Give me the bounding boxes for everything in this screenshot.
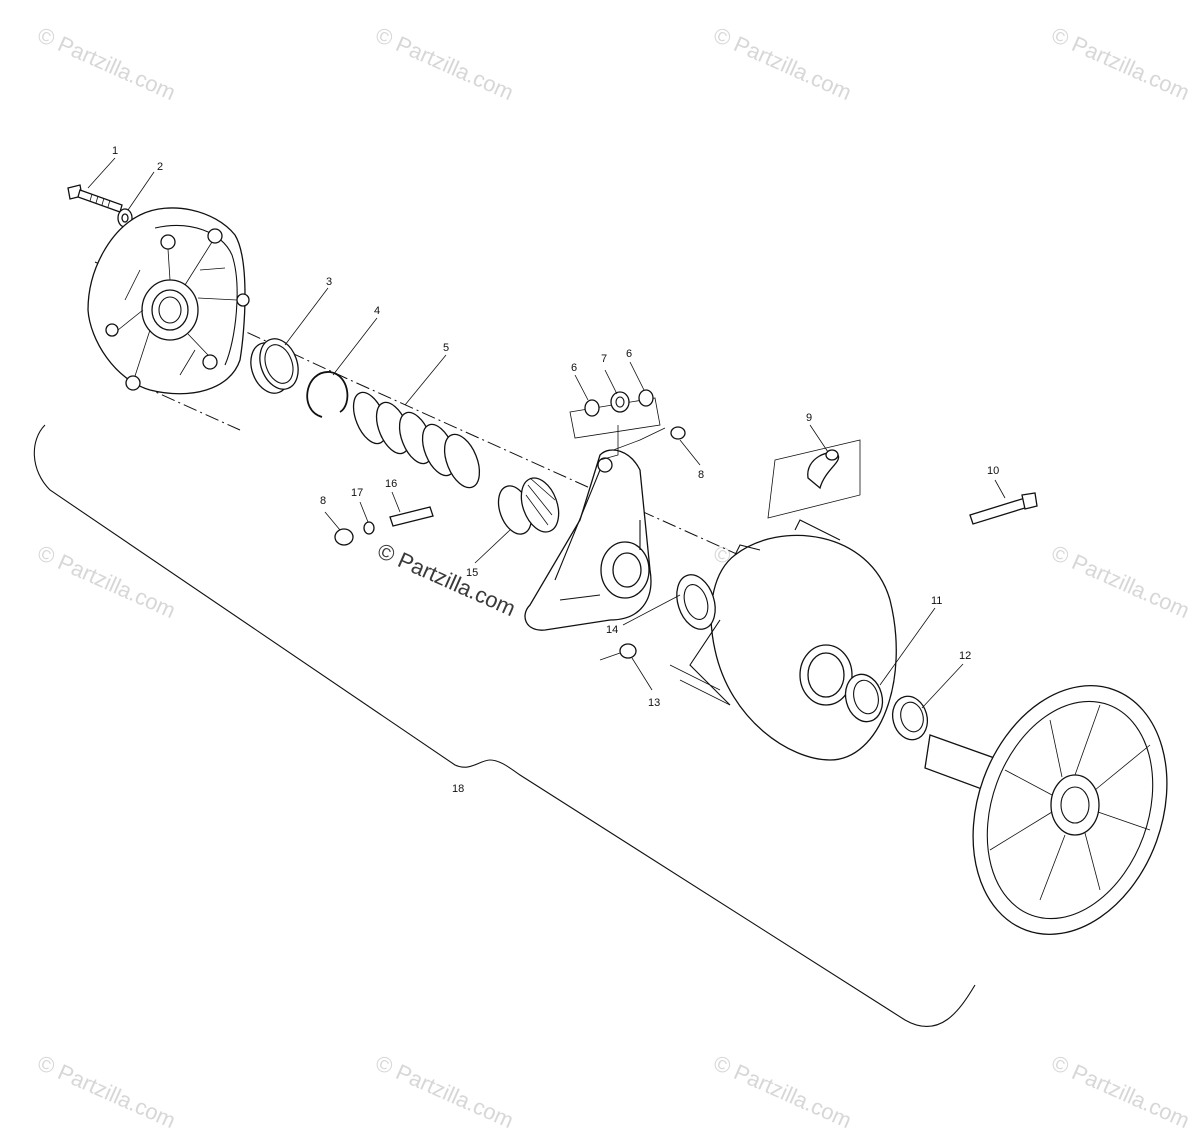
callout-10: 10	[987, 465, 999, 477]
sheave-arm	[524, 425, 652, 631]
part-5-spring	[352, 391, 481, 489]
callout-12: 12	[959, 650, 971, 662]
fixed-sheave-shaft	[924, 685, 1168, 935]
callout-15: 15	[466, 567, 478, 579]
callout-3: 3	[326, 276, 332, 288]
part-8-button-left	[334, 528, 354, 546]
part-13-nut	[599, 643, 637, 661]
callout-11: 11	[931, 595, 942, 607]
part-3-bushing	[250, 338, 299, 394]
callout-13: 13	[648, 697, 660, 709]
leader-lines	[87, 157, 1006, 709]
part-1-bolt	[67, 184, 123, 213]
parts-6-7-roller-set	[569, 389, 661, 439]
callout-1: 1	[112, 145, 118, 157]
part-9-clip	[767, 439, 861, 519]
callout-9: 9	[806, 412, 812, 424]
callout-8-right: 8	[698, 469, 704, 481]
callout-14: 14	[606, 624, 618, 636]
part-10-bolt	[969, 492, 1038, 525]
callout-17: 17	[351, 487, 363, 499]
callout-16: 16	[385, 478, 397, 490]
callout-6a: 6	[571, 362, 577, 374]
callout-7: 7	[601, 353, 607, 365]
callout-4: 4	[374, 305, 380, 317]
center-axis-lower	[139, 384, 241, 431]
part-12-bushing	[891, 695, 929, 741]
callout-5: 5	[443, 342, 449, 354]
callout-2: 2	[157, 161, 163, 173]
part-16-pin	[389, 506, 434, 527]
sheave-disk	[669, 519, 897, 761]
part-11-bushing	[844, 673, 884, 723]
assembly-brace	[33, 424, 976, 1027]
part-4-retaining-ring	[306, 371, 349, 418]
callout-6b: 6	[626, 348, 632, 360]
part-14-washer	[676, 574, 716, 630]
part-17-o-ring	[363, 521, 375, 535]
callout-8-left: 8	[320, 495, 326, 507]
part-15-cam	[497, 477, 560, 535]
callout-18: 18	[452, 783, 464, 795]
cover-plate	[87, 207, 250, 395]
